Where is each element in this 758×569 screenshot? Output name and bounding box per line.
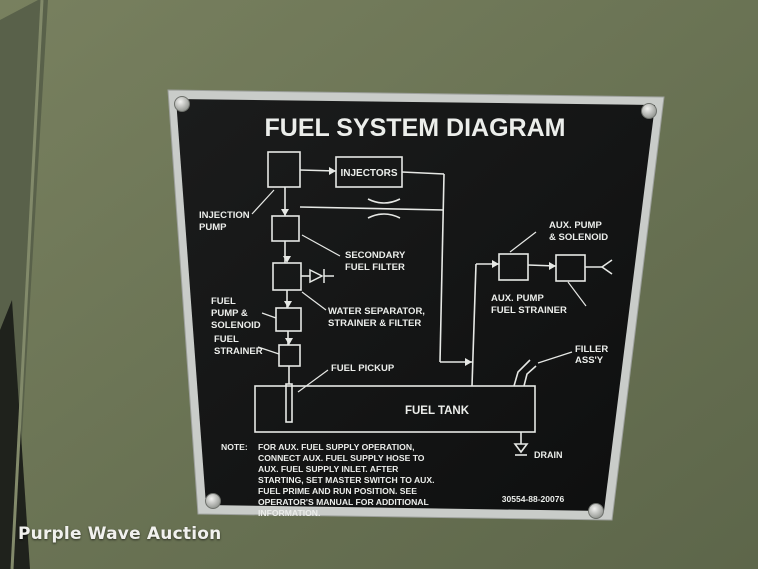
valve-symbol bbox=[309, 268, 334, 284]
note-heading: NOTE: bbox=[221, 442, 248, 452]
water-separator-box bbox=[272, 262, 302, 291]
bolt-bottom-right bbox=[588, 503, 604, 519]
bolt-bottom-left bbox=[205, 493, 221, 509]
injection-pump-box bbox=[267, 151, 301, 188]
flow-arrows bbox=[281, 167, 556, 366]
bolt-top-left bbox=[174, 96, 190, 112]
label-aux-pump-1: AUX. PUMP bbox=[549, 220, 602, 231]
aux-inlet-symbol bbox=[601, 259, 613, 275]
fuel-pickup-tube bbox=[285, 383, 293, 423]
label-injection-pump-2: PUMP bbox=[199, 222, 227, 233]
fuel-tank-box bbox=[254, 385, 536, 433]
leader-lines bbox=[251, 189, 587, 393]
plate-title: FUEL SYSTEM DIAGRAM bbox=[265, 114, 566, 142]
label-fuel-pump-3: SOLENOID bbox=[211, 320, 261, 331]
note-line: INFORMATION. bbox=[258, 508, 320, 518]
label-fuel-pickup: FUEL PICKUP bbox=[331, 363, 395, 374]
label-secondary-filter-2: FUEL FILTER bbox=[345, 262, 405, 273]
diagram-labels: INJECTORS INJECTION PUMP SECONDARY FUEL … bbox=[199, 168, 608, 460]
drain-symbol bbox=[513, 432, 529, 456]
fuel-pump-box bbox=[275, 307, 302, 332]
label-injection-pump-1: INJECTION bbox=[199, 210, 250, 221]
label-fuel-strainer-2: STRAINER bbox=[214, 346, 263, 357]
label-injectors: INJECTORS bbox=[340, 168, 397, 179]
note-line: AUX. FUEL SUPPLY INLET. AFTER bbox=[258, 464, 399, 474]
aux-strainer-box bbox=[555, 254, 586, 282]
orifice-symbol bbox=[367, 198, 401, 219]
fuel-strainer-box bbox=[278, 344, 301, 367]
aux-pump-box bbox=[498, 253, 529, 281]
note-block: NOTE: FOR AUX. FUEL SUPPLY OPERATION, CO… bbox=[221, 442, 435, 518]
label-fuel-pump-2: PUMP & bbox=[211, 308, 248, 319]
part-number: 30554-88-20076 bbox=[502, 494, 565, 504]
rubber-seal bbox=[0, 300, 30, 569]
label-fuel-tank: FUEL TANK bbox=[405, 405, 470, 417]
label-aux-pump-2: & SOLENOID bbox=[549, 232, 608, 243]
label-aux-strainer-1: AUX. PUMP bbox=[491, 293, 544, 304]
injectors-box bbox=[335, 156, 403, 188]
label-filler-1: FILLER bbox=[575, 344, 608, 355]
note-line: OPERATOR'S MANUAL FOR ADDITIONAL bbox=[258, 497, 429, 507]
note-line: FUEL PRIME AND RUN POSITION. SEE bbox=[258, 486, 417, 496]
label-water-separator-1: WATER SEPARATOR, bbox=[328, 306, 425, 317]
door-edge-highlight bbox=[10, 0, 44, 569]
label-filler-2: ASS'Y bbox=[575, 355, 604, 366]
note-line: CONNECT AUX. FUEL SUPPLY HOSE TO bbox=[258, 453, 425, 463]
note-line: FOR AUX. FUEL SUPPLY OPERATION, bbox=[258, 442, 414, 452]
label-drain: DRAIN bbox=[534, 450, 563, 460]
label-water-separator-2: STRAINER & FILTER bbox=[328, 318, 421, 329]
label-secondary-filter-1: SECONDARY bbox=[345, 250, 406, 261]
plate-face bbox=[176, 99, 655, 511]
label-fuel-pump-1: FUEL bbox=[211, 296, 236, 307]
label-fuel-strainer-1: FUEL bbox=[214, 334, 239, 345]
note-line: STARTING, SET MASTER SWITCH TO AUX. bbox=[258, 475, 435, 485]
filler-neck bbox=[513, 359, 537, 387]
label-aux-strainer-2: FUEL STRAINER bbox=[491, 305, 567, 316]
component-boxes bbox=[254, 151, 586, 433]
secondary-filter-box bbox=[271, 215, 300, 242]
watermark: Purple Wave Auction bbox=[18, 524, 222, 544]
bolt-top-right bbox=[641, 103, 657, 119]
